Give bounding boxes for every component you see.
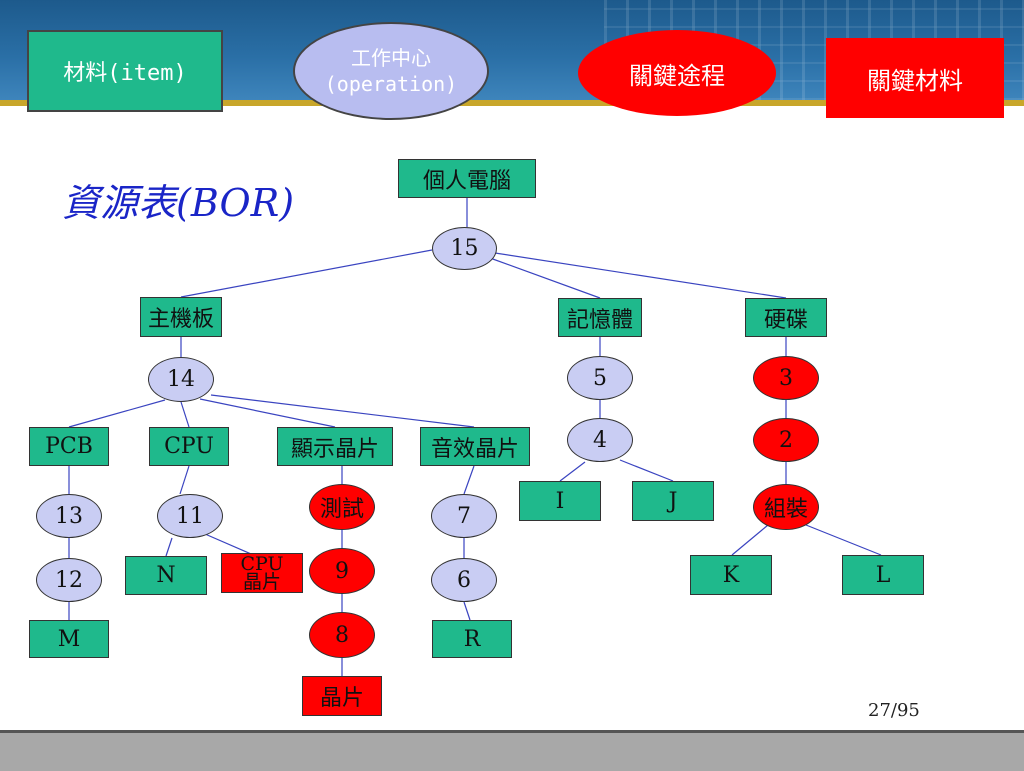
- link-assembly-l: [805, 524, 882, 556]
- node-op3: 3: [753, 356, 819, 400]
- node-chip: 晶片: [302, 676, 382, 716]
- legend-critical-material: 關鍵材料: [826, 38, 1004, 118]
- node-cpu-label: CPU: [164, 434, 214, 459]
- node-op6-label: 6: [457, 567, 471, 593]
- node-chip-label: 晶片: [319, 686, 364, 711]
- node-item-r: R: [432, 620, 512, 658]
- link-4-j: [619, 459, 674, 482]
- link-assembly-k: [731, 524, 769, 556]
- node-item-m: M: [29, 620, 109, 658]
- link-audio-7: [463, 465, 475, 495]
- node-op2: 2: [753, 418, 819, 462]
- node-item-i-label: I: [555, 488, 565, 514]
- node-op15: 15: [432, 227, 497, 270]
- node-disk: 硬碟: [745, 298, 827, 337]
- node-pcb: PCB: [29, 427, 109, 466]
- banner-stripe: [0, 100, 1024, 106]
- node-test-label: 測試: [319, 497, 364, 522]
- link-14-audio: [210, 394, 475, 428]
- node-op7: 7: [431, 494, 497, 538]
- node-op9-label: 9: [335, 558, 349, 584]
- node-pc-label: 個人電腦: [422, 168, 511, 194]
- node-item-j-label: J: [668, 488, 678, 514]
- node-op13: 13: [36, 494, 102, 538]
- node-item-k: K: [690, 555, 772, 595]
- node-op12-label: 12: [55, 567, 83, 593]
- node-op12: 12: [36, 558, 102, 602]
- node-op3-label: 3: [779, 365, 793, 391]
- node-pcb-label: PCB: [45, 434, 93, 459]
- node-mainboard-label: 主機板: [147, 307, 214, 332]
- link-14-graphics: [199, 398, 336, 428]
- node-item-r-label: R: [463, 626, 481, 652]
- node-pc: 個人電腦: [398, 159, 536, 198]
- node-op13-label: 13: [55, 503, 83, 529]
- link-15-memory: [489, 257, 601, 299]
- legend-item: 材料(item): [27, 30, 223, 112]
- node-item-n-label: N: [156, 563, 176, 588]
- node-op5-label: 5: [593, 365, 607, 391]
- node-item-l: L: [842, 555, 924, 595]
- diagram-title: 資源表(BOR): [62, 181, 295, 225]
- node-item-i: I: [519, 481, 601, 521]
- node-assembly: 組裝: [753, 484, 819, 530]
- node-item-m-label: M: [57, 626, 81, 652]
- node-op14-label: 14: [167, 367, 195, 392]
- node-op5: 5: [567, 356, 633, 400]
- link-14-cpu: [180, 401, 190, 428]
- link-11-n: [165, 537, 173, 557]
- node-op4-label: 4: [593, 427, 607, 453]
- legend-item-label: 材料(item): [63, 61, 187, 86]
- link-4-i: [559, 461, 586, 482]
- legend-operation-label: 工作中心: [351, 46, 431, 70]
- node-graphics: 顯示晶片: [277, 427, 393, 466]
- legend-operation: 工作中心 (operation): [293, 22, 489, 120]
- node-op15-label: 15: [450, 236, 479, 261]
- page-number: 27/95: [868, 700, 920, 721]
- link-15-disk: [494, 252, 787, 299]
- node-op11: 11: [157, 494, 223, 538]
- node-op9: 9: [309, 548, 375, 594]
- node-disk-label: 硬碟: [763, 307, 808, 333]
- link-6-r: [463, 601, 471, 621]
- node-audio: 音效晶片: [420, 427, 530, 466]
- node-op7-label: 7: [457, 503, 471, 529]
- node-op8: 8: [309, 612, 375, 658]
- node-memory: 記憶體: [558, 298, 642, 337]
- node-op2-label: 2: [779, 427, 793, 453]
- node-cpu-chip-sublabel: 晶片: [242, 571, 281, 593]
- node-graphics-label: 顯示晶片: [290, 436, 379, 462]
- node-item-n: N: [125, 556, 207, 595]
- node-cpu-chip-label: CPU: [240, 553, 284, 575]
- node-item-j: J: [632, 481, 714, 521]
- node-op8-label: 8: [335, 622, 349, 648]
- node-cpu-chip: CPU 晶片: [221, 553, 303, 593]
- node-assembly-label: 組裝: [763, 497, 808, 522]
- legend-critical-path: 關鍵途程: [578, 30, 776, 116]
- node-test: 測試: [309, 484, 375, 530]
- node-cpu: CPU: [149, 427, 229, 466]
- link-15-mainboard: [180, 249, 433, 298]
- node-mainboard: 主機板: [140, 297, 222, 337]
- link-14-pcb: [68, 399, 166, 428]
- node-item-l-label: L: [875, 562, 891, 588]
- link-cpu-11: [179, 465, 190, 495]
- node-op14: 14: [148, 357, 214, 402]
- footer-bar: [0, 730, 1024, 771]
- node-op6: 6: [431, 558, 497, 602]
- node-op4: 4: [567, 418, 633, 462]
- node-audio-label: 音效晶片: [430, 436, 519, 462]
- legend-operation-sublabel: (operation): [324, 72, 458, 96]
- node-item-k-label: K: [722, 562, 740, 588]
- legend-critical-path-label: 關鍵途程: [629, 61, 725, 90]
- node-memory-label: 記憶體: [566, 307, 633, 333]
- node-op11-label: 11: [176, 503, 204, 529]
- legend-critical-material-label: 關鍵材料: [867, 66, 963, 95]
